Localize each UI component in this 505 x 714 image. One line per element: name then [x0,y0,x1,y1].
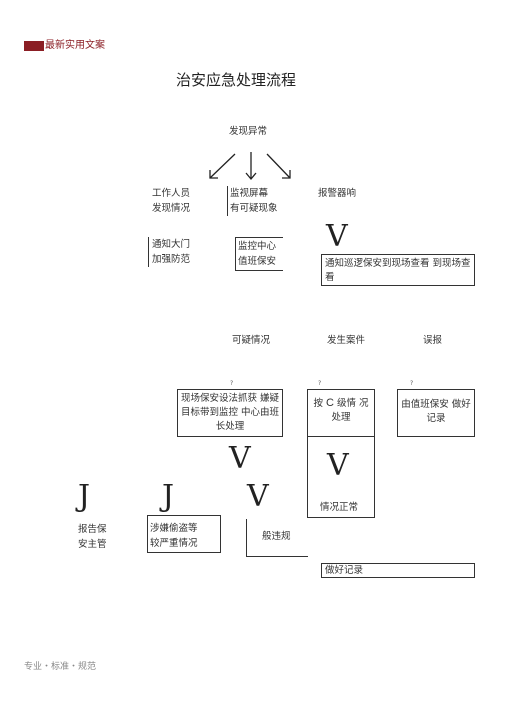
node-notify-gate: 通知大门 加强防范 [148,237,190,267]
header-tag-block [24,41,44,51]
node-normal: 情况正常 [307,437,375,518]
node-start: 发现异常 [229,126,268,137]
question-mark-3: ? [410,380,414,387]
node-monitor: 监视屏幕 有可疑现象 [227,186,278,216]
node-final-record: 做好记录 [321,563,475,578]
node-capture: 现场保安设法抓获 嫌疑目标带到监控 中心由班长处理 [177,389,283,437]
node-minor: 般违规 [246,519,308,557]
node-staff: 工作人员 发现情况 [152,188,191,214]
node-notify-patrol: 通知巡逻保安到现场查看 到现场查看 [321,254,475,286]
question-mark-2: ? [318,380,322,387]
marker-v-alarm: V [326,219,348,254]
node-level-c: 按 C 级情 况处理 [307,389,375,437]
level-c-text: 按 C 级情 况处理 [313,397,369,423]
marker-j-left: J [78,479,91,514]
footer-text: 专业・标准・规范 [24,662,97,672]
node-report: 报告保 安主管 [78,524,107,550]
node-monitor-center: 监控中心 值班保安 [235,237,283,271]
marker-j-middle: J [162,479,175,514]
node-record-duty: 由值班保安 做好记录 [397,389,475,437]
marker-v-minor: V [247,479,269,514]
header-tag: 最新实用文案 [24,40,105,52]
header-tag-text: 最新实用文案 [45,40,105,51]
cat-case: 发生案件 [327,335,366,346]
node-theft: 涉嫌偷盗等 较严重情况 [147,515,221,553]
branch-arrows [209,152,291,181]
question-mark-1: ? [230,380,234,387]
marker-v-case: V [327,448,349,483]
cat-false-alarm: 误报 [423,335,443,346]
node-alarm: 报警器响 [318,188,357,199]
marker-v-capture: V [229,441,251,476]
cat-suspicious: 可疑情况 [232,335,271,346]
page-title: 治安应急处理流程 [176,71,297,89]
